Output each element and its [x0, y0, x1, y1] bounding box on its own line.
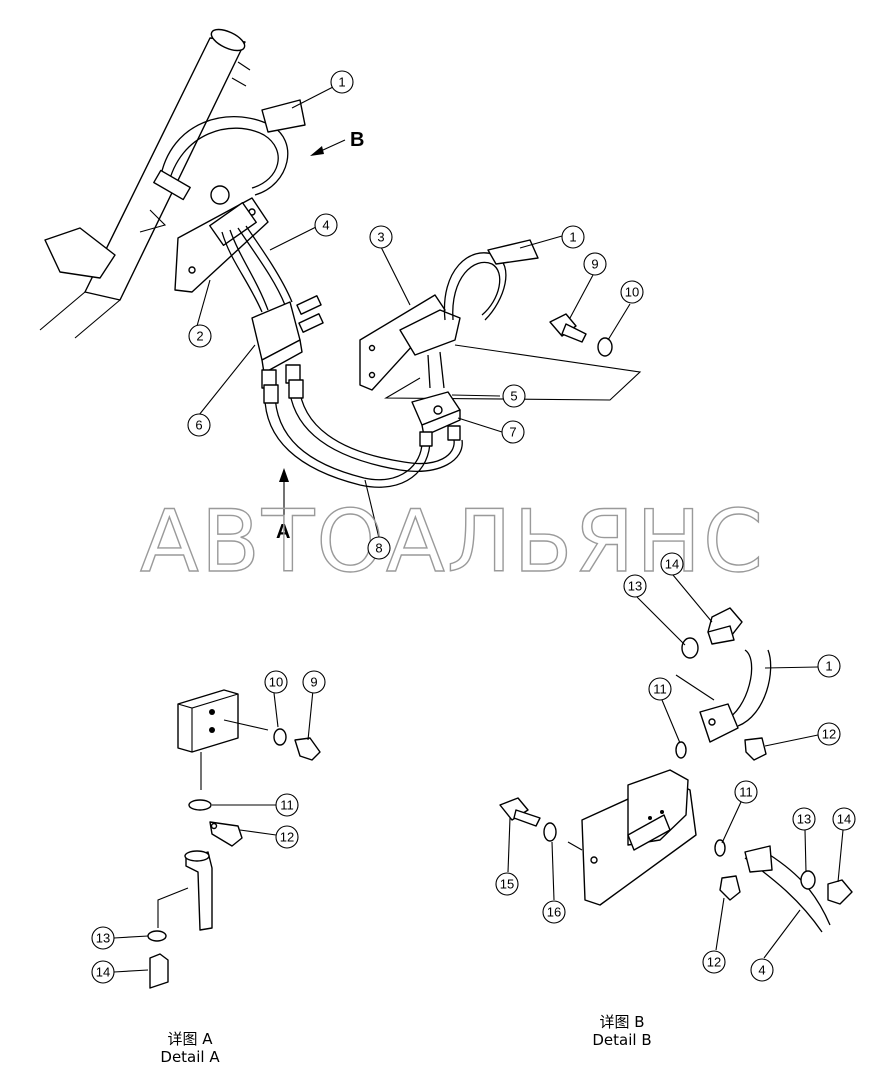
- svg-text:9: 9: [310, 675, 317, 690]
- callout-8: 8: [367, 536, 391, 560]
- callouts-detail-a: 10 9 11 12 13 14: [91, 670, 326, 984]
- callout-a-14: 14: [91, 960, 115, 984]
- view-arrow-b: B: [310, 129, 364, 156]
- svg-text:11: 11: [280, 798, 294, 813]
- arrow-label-a: A: [276, 521, 290, 543]
- svg-text:1: 1: [825, 659, 832, 674]
- callout-b-13b: 13: [792, 807, 816, 831]
- callout-b-12b: 12: [702, 950, 726, 974]
- right-plate-assembly: [359, 239, 642, 401]
- callout-1a: 1: [330, 70, 354, 94]
- svg-text:9: 9: [591, 257, 598, 272]
- bolt-washer-main: [549, 313, 613, 357]
- caption-detail-a-cn: 详图 A: [167, 1030, 213, 1048]
- detail-b: [499, 574, 853, 959]
- caption-detail-a-en: Detail A: [160, 1048, 220, 1066]
- callout-b-14a: 14: [660, 552, 684, 576]
- svg-text:4: 4: [758, 963, 765, 978]
- svg-text:15: 15: [500, 877, 514, 892]
- callout-4: 4: [314, 213, 338, 237]
- svg-text:6: 6: [195, 418, 202, 433]
- callout-a-9: 9: [302, 670, 326, 694]
- callout-a-10: 10: [264, 670, 288, 694]
- view-arrow-a: A: [276, 468, 290, 543]
- lower-block: [411, 391, 461, 447]
- boom-cylinder: [39, 28, 251, 339]
- callout-a-11: 11: [275, 793, 299, 817]
- svg-text:12: 12: [707, 955, 721, 970]
- svg-text:13: 13: [797, 812, 811, 827]
- callout-b-13a: 13: [623, 574, 647, 598]
- callout-b-4: 4: [750, 958, 774, 982]
- svg-text:1: 1: [338, 75, 345, 90]
- callouts-detail-b: 14 13 1 11 12 11 13 14 15 16 12 4: [495, 552, 856, 982]
- arrow-label-b: B: [350, 129, 364, 151]
- svg-text:12: 12: [822, 727, 836, 742]
- svg-text:1: 1: [569, 230, 576, 245]
- callout-2: 2: [188, 324, 212, 348]
- caption-detail-b-en: Detail B: [592, 1031, 652, 1049]
- svg-text:14: 14: [837, 812, 851, 827]
- svg-text:2: 2: [196, 329, 203, 344]
- hose-loop-b: [139, 99, 306, 233]
- detail-a: [113, 689, 321, 989]
- svg-text:13: 13: [96, 931, 110, 946]
- callout-b-11b: 11: [734, 780, 758, 804]
- caption-detail-b: 详图 B Detail B: [562, 1013, 682, 1049]
- callout-b-11a: 11: [648, 677, 672, 701]
- callout-9: 9: [583, 252, 607, 276]
- svg-text:8: 8: [375, 541, 382, 556]
- main-assembly: B A: [39, 28, 642, 543]
- svg-text:11: 11: [653, 682, 667, 697]
- svg-text:16: 16: [547, 905, 561, 920]
- hoses-upper: [221, 225, 293, 313]
- callout-7: 7: [501, 420, 525, 444]
- callout-a-13: 13: [91, 926, 115, 950]
- svg-text:3: 3: [377, 230, 384, 245]
- callout-b-15: 15: [495, 872, 519, 896]
- watermark: АВТОАЛЬЯНС: [140, 492, 765, 592]
- svg-text:13: 13: [628, 579, 642, 594]
- svg-text:12: 12: [280, 830, 294, 845]
- callout-6: 6: [187, 413, 211, 437]
- callout-a-12: 12: [275, 825, 299, 849]
- callout-b-14b: 14: [832, 807, 856, 831]
- svg-text:7: 7: [509, 425, 516, 440]
- callout-5: 5: [502, 384, 526, 408]
- svg-text:5: 5: [510, 389, 517, 404]
- callout-b-12a: 12: [817, 722, 841, 746]
- callout-10: 10: [620, 280, 644, 304]
- svg-text:4: 4: [322, 218, 329, 233]
- svg-text:11: 11: [739, 785, 753, 800]
- callout-b-16: 16: [542, 900, 566, 924]
- svg-text:10: 10: [625, 285, 639, 300]
- hoses-long: [263, 379, 463, 488]
- valve-block: [251, 295, 324, 389]
- callout-3: 3: [369, 225, 393, 249]
- caption-detail-a: 详图 A Detail A: [130, 1030, 250, 1066]
- callout-b-1: 1: [817, 654, 841, 678]
- clamp-plate: [174, 197, 269, 293]
- callout-1b: 1: [561, 225, 585, 249]
- svg-text:14: 14: [96, 965, 110, 980]
- callouts-main: 1 1 2 3 4 5 6 7 8 9 10: [187, 70, 644, 560]
- caption-detail-b-cn: 详图 B: [599, 1013, 645, 1031]
- svg-text:14: 14: [665, 557, 679, 572]
- svg-text:10: 10: [269, 675, 283, 690]
